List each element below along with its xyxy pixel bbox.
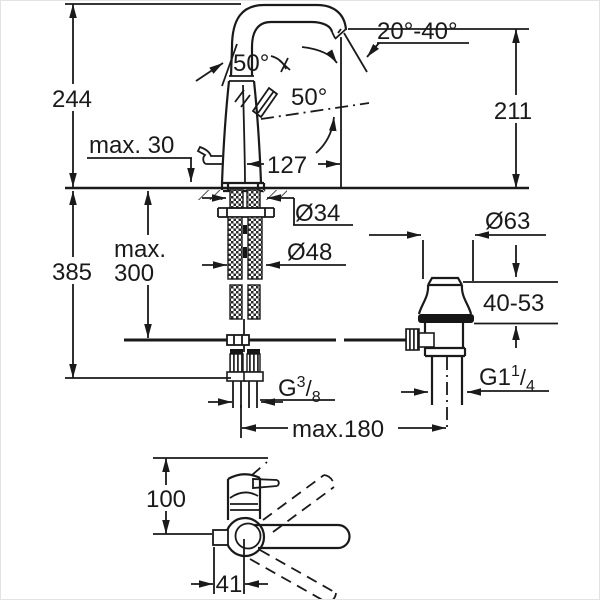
pull-rod-lower [243,247,247,258]
dimension-211: 211 [348,28,539,188]
dimension-max180-label: max.180 [292,416,384,443]
connection-tubes [232,381,258,408]
angle-50-swivel: 50° [195,43,338,87]
supply-fittings [226,349,264,408]
dimension-100: 100 [142,457,268,535]
dimension-41-label: 41 [216,571,243,598]
dimension-211-label: 211 [494,98,532,125]
dimension-max180: max.180 [240,405,446,443]
supply-hoses [229,284,261,320]
dimension-max30: max. 30 [87,132,195,182]
lever-handle [196,145,222,165]
faucet-body [196,80,266,193]
dimensions: 244 385 max. 300 max. 30 211 [48,3,558,598]
pop-up-waste [405,240,558,431]
spout-swivel-upper [262,474,335,533]
dimension-max300-label-1: max. [114,236,166,263]
dimension-max300-label-2: 300 [114,260,154,287]
mounting-shank [217,189,275,280]
spout-hub-circle [234,522,262,550]
dimension-385: 385 [48,191,231,379]
angle-20-40: 20°-40° [366,18,469,58]
dimension-127: 127 [247,37,342,187]
dimension-244-label: 244 [52,86,92,113]
dimension-100-label: 100 [146,486,186,513]
spout [230,3,368,73]
dimension-244: 244 [48,3,96,187]
pull-rod-upper [243,225,247,234]
dimension-385-label: 385 [52,259,92,286]
dimension-41: 41 [191,539,268,598]
waste-knob [405,328,420,351]
dia34-label: Ø34 [295,200,340,227]
dimension-g38: G3/8 [208,374,335,406]
waste-knob-hub [418,332,435,348]
dimension-max30-label: max. 30 [89,132,174,159]
dia63-label: Ø63 [485,208,530,235]
top-view-spout [249,474,351,599]
waste-flange [418,314,474,323]
spout-swivel-lower [249,549,337,599]
front-view [65,3,529,408]
supply-thread-label: G3/8 [278,374,321,406]
waste-funnel [417,284,473,315]
swivel-angle-label: 50° [233,50,269,77]
aerator-angle-label: 50° [291,84,327,111]
waste-nut [423,346,467,358]
dimension-dia34: Ø34 [202,194,353,227]
mounting-nut [217,207,275,218]
dia48-label: Ø48 [287,239,332,266]
pop-up-linkage [124,319,406,352]
outlet-angle-line [343,32,368,73]
dimension-127-label: 127 [267,152,307,179]
top-view [212,461,351,599]
waste-tailpipe [430,356,464,405]
dimension-g114: G11/4 [401,363,549,396]
waste-extension-lines [422,240,474,281]
angle-50-aerator: 50° [234,84,370,154]
rod-connector [226,334,250,346]
clamp-range-label: 40-53 [483,290,544,317]
escutcheon [229,491,259,511]
dimension-dia63: Ø63 [369,208,546,239]
waste-thread-label: G11/4 [479,363,535,395]
lever-pin [252,478,280,489]
rear-block [212,529,229,546]
outlet-angle-label: 20°-40° [377,18,458,45]
top-view-body [212,461,280,558]
dimension-40-53: 40-53 [474,245,558,348]
dimension-dia48: Ø48 [202,239,346,269]
dimension-max300: max. 300 [111,191,175,338]
waste-plug [427,276,463,287]
lever-alt-position [251,461,268,476]
aerator-spout [251,86,279,119]
